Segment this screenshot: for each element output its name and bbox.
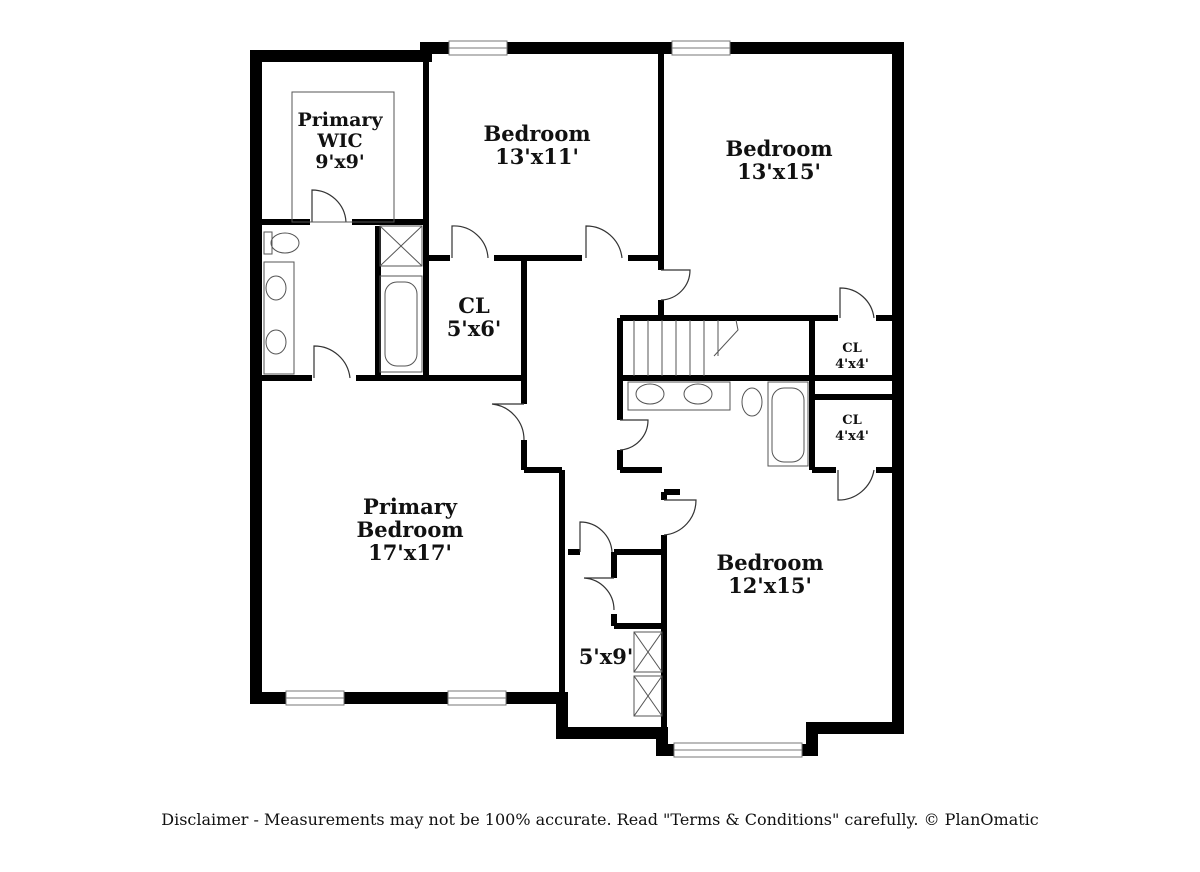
interior-walls <box>262 52 892 750</box>
disclaimer-text: Disclaimer - Measurements may not be 100… <box>161 810 1039 829</box>
bedroom-2-name: Bedroom <box>725 136 832 161</box>
door-swings <box>311 189 875 611</box>
bedroom-1-size: 13'x11' <box>495 144 579 169</box>
closet-b-size: 4'x4' <box>835 429 869 444</box>
laundry-size: 5'x9' <box>579 644 634 669</box>
primary-wic-name-line1: Primary <box>298 109 384 131</box>
bedroom-3-size: 12'x15' <box>728 573 812 598</box>
closet-b-name: CL <box>842 413 862 428</box>
primary-bedroom-name-line1: Primary <box>363 494 458 519</box>
primary-bedroom-size: 17'x17' <box>368 540 452 565</box>
closet-main-size: 5'x6' <box>447 316 502 341</box>
fixtures <box>263 91 809 717</box>
primary-wic-name-line2: WIC <box>316 130 362 152</box>
bedroom-3-name: Bedroom <box>716 550 823 575</box>
closet-main-name: CL <box>458 293 490 318</box>
closet-a-size: 4'x4' <box>835 357 869 372</box>
primary-wic-size: 9'x9' <box>315 151 364 173</box>
primary-bedroom-name-line2: Bedroom <box>356 517 463 542</box>
bedroom-2-size: 13'x15' <box>737 159 821 184</box>
bedroom-1-name: Bedroom <box>483 121 590 146</box>
closet-a-name: CL <box>842 341 862 356</box>
